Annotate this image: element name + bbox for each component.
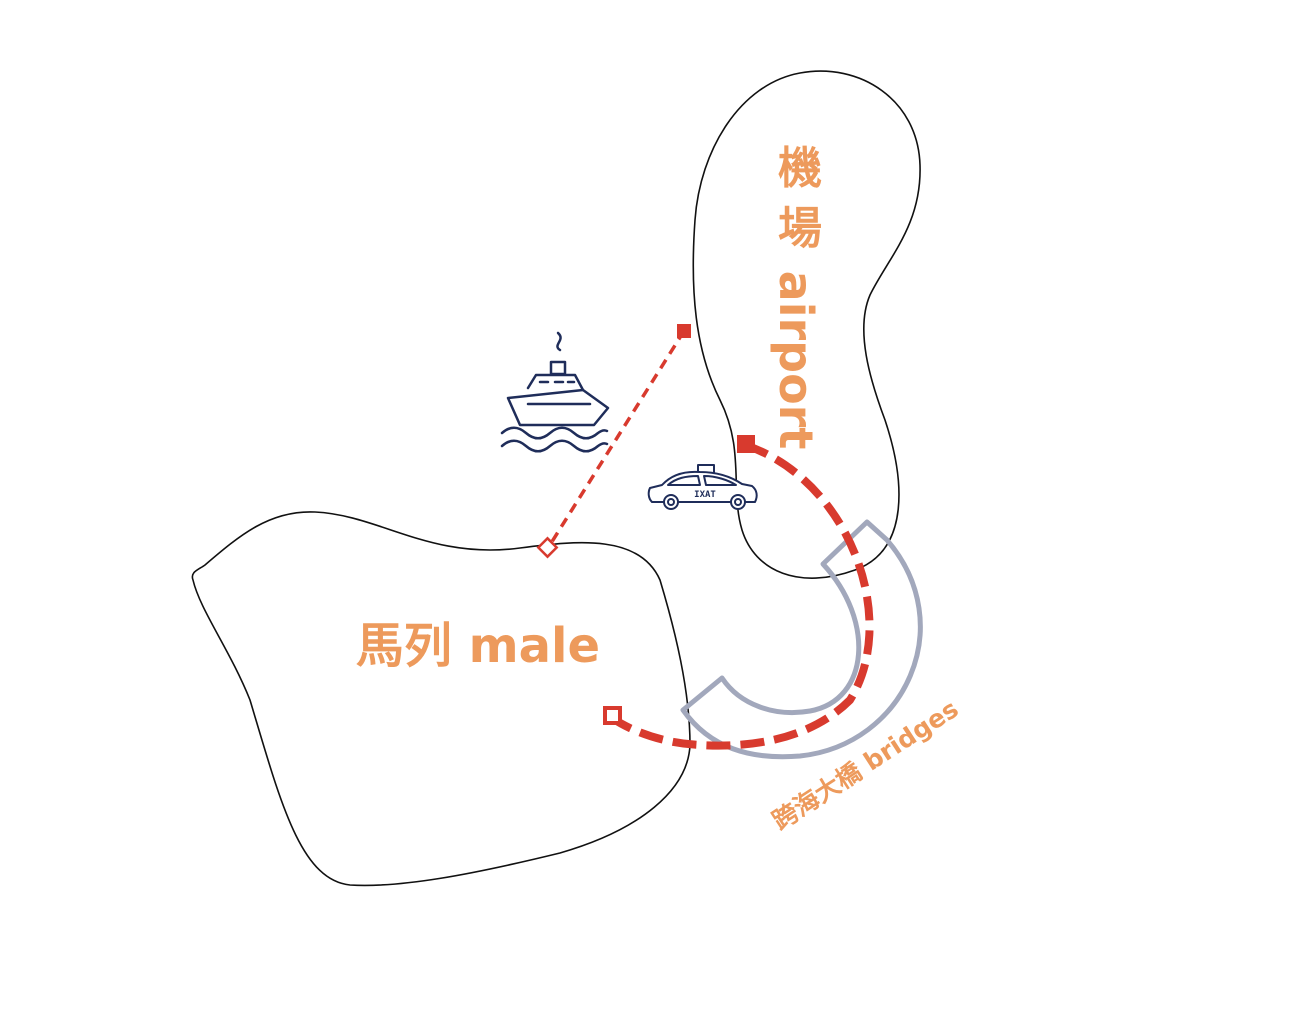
taxi-route-end-marker <box>603 706 622 725</box>
bridge-outline <box>680 519 923 760</box>
taxi-route <box>609 441 874 750</box>
taxi-icon: IXAT <box>647 464 758 510</box>
male-island <box>191 511 691 887</box>
ferry-route-start-marker <box>677 324 691 338</box>
airport-label-en: airport <box>769 271 823 450</box>
male-label: 馬列 male <box>356 618 600 674</box>
ferry-icon <box>500 331 610 453</box>
airport-island <box>692 70 921 579</box>
ferry-route-end-marker <box>536 536 559 559</box>
airport-label-char-2: 場 <box>778 203 822 254</box>
ferry-route <box>546 330 686 549</box>
bridges-label: 跨海大橋 bridges <box>767 694 963 835</box>
airport-label-char-1: 機 <box>778 143 822 194</box>
taxi-route-start-marker <box>737 435 755 453</box>
taxi-sign-text: IXAT <box>694 490 716 500</box>
